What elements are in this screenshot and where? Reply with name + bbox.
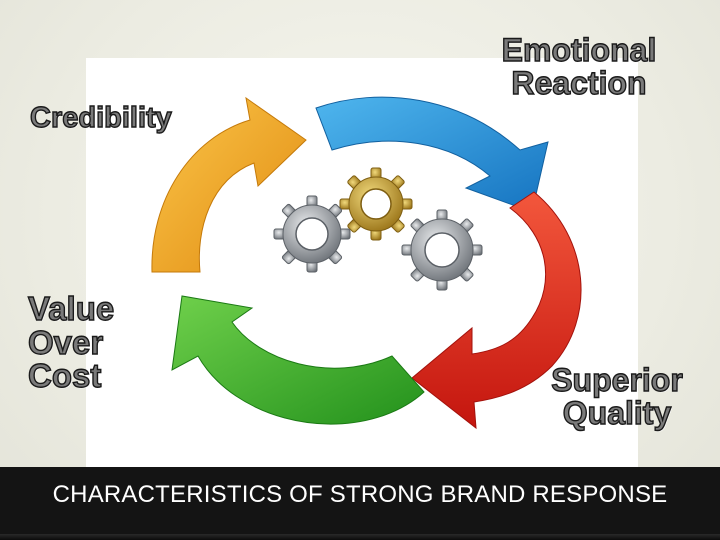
label-superior-quality: Superior Quality — [551, 362, 684, 431]
slide-title: CHARACTERISTICS OF STRONG BRAND RESPONSE — [52, 481, 668, 508]
silver-gear-right-icon — [401, 209, 483, 291]
footer-bar — [0, 467, 720, 540]
blue-cycle-arrow — [315, 96, 549, 213]
label-value-over-cost: Value Over Cost — [27, 290, 115, 395]
orange-cycle-arrow — [151, 96, 307, 273]
green-cycle-arrow — [171, 295, 425, 425]
label-credibility: Credibility — [29, 102, 172, 134]
label-emotional-reaction: Emotional Reaction — [501, 32, 657, 101]
red-cycle-arrow — [411, 191, 582, 430]
gold-gear-icon — [339, 167, 413, 241]
silver-gear-left-icon — [273, 195, 351, 273]
